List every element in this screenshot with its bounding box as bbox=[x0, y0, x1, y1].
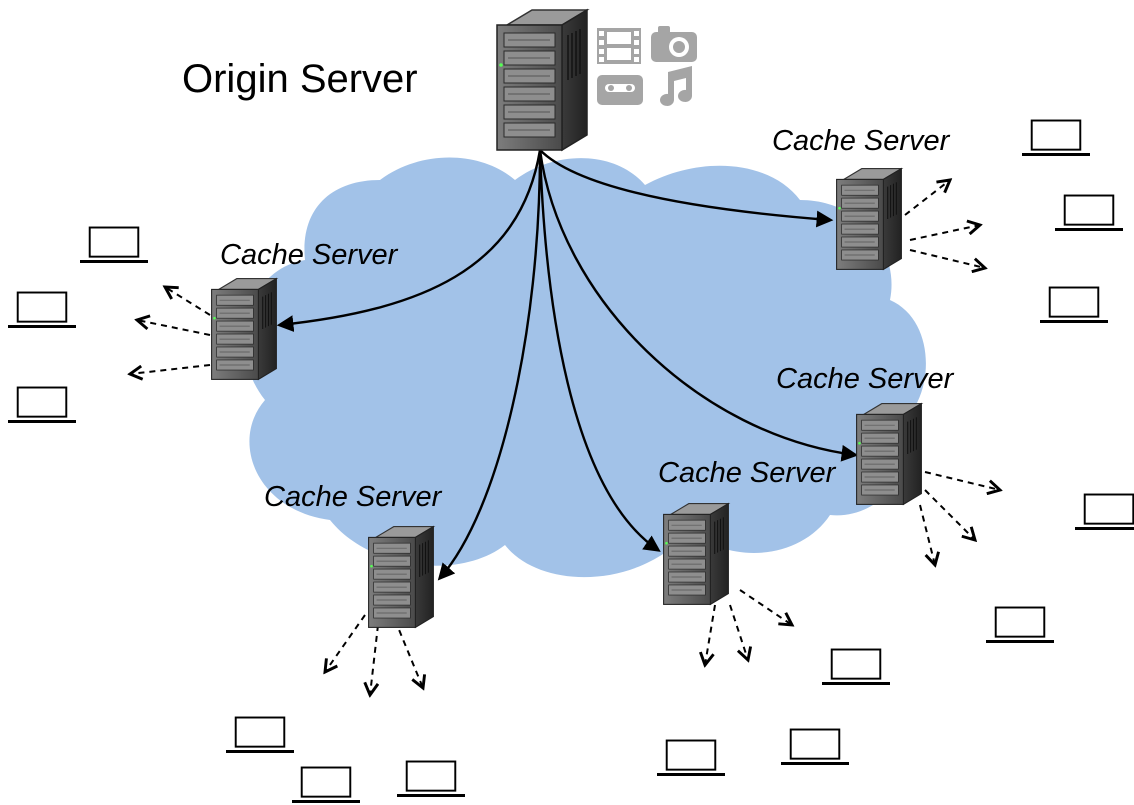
laptop-icon bbox=[8, 386, 76, 424]
cache-server-label: Cache Server bbox=[220, 239, 399, 271]
laptop-icon bbox=[1040, 286, 1108, 324]
laptop-icon bbox=[1075, 493, 1134, 531]
cache-server-label: Cache Server bbox=[772, 125, 951, 157]
laptop-icon bbox=[822, 648, 890, 686]
laptop-icon bbox=[8, 291, 76, 329]
cache-server-label: Cache Server bbox=[658, 457, 837, 489]
link-to-cache-right-top bbox=[539, 149, 834, 228]
laptop-icon bbox=[986, 606, 1054, 644]
laptop-icon bbox=[781, 728, 849, 766]
link-to-cache-bottom-mid bbox=[538, 149, 661, 552]
origin-links bbox=[276, 149, 859, 581]
cache-server-label: Cache Server bbox=[776, 363, 955, 395]
cache-server-left bbox=[211, 278, 277, 380]
music-note-icon bbox=[660, 66, 692, 106]
film-icon bbox=[597, 28, 641, 64]
delivery-arrows bbox=[130, 180, 1000, 695]
network-cloud bbox=[244, 157, 926, 578]
link-to-cache-bottom-left bbox=[437, 149, 542, 581]
laptop-icon bbox=[226, 716, 294, 754]
cache-server-label: Cache Server bbox=[264, 481, 443, 513]
laptop-icon bbox=[1022, 119, 1090, 157]
laptop-icon bbox=[1055, 194, 1123, 232]
camera-icon bbox=[651, 26, 697, 62]
origin-server-label: Origin Server bbox=[182, 57, 418, 101]
media-icons bbox=[597, 26, 697, 106]
laptop-icon bbox=[292, 766, 360, 804]
cassette-icon bbox=[597, 75, 643, 105]
cache-server-bottom-left bbox=[368, 526, 434, 628]
cache-server-right-mid bbox=[856, 403, 922, 505]
laptop-icon bbox=[397, 760, 465, 798]
origin-server bbox=[496, 9, 588, 151]
link-to-cache-left bbox=[276, 149, 542, 332]
cache-server-bottom-mid bbox=[663, 503, 729, 605]
link-to-cache-right-mid bbox=[538, 149, 859, 462]
laptop-icon bbox=[657, 739, 725, 777]
cache-server-right-top bbox=[836, 168, 902, 270]
laptop-icon bbox=[80, 226, 148, 264]
